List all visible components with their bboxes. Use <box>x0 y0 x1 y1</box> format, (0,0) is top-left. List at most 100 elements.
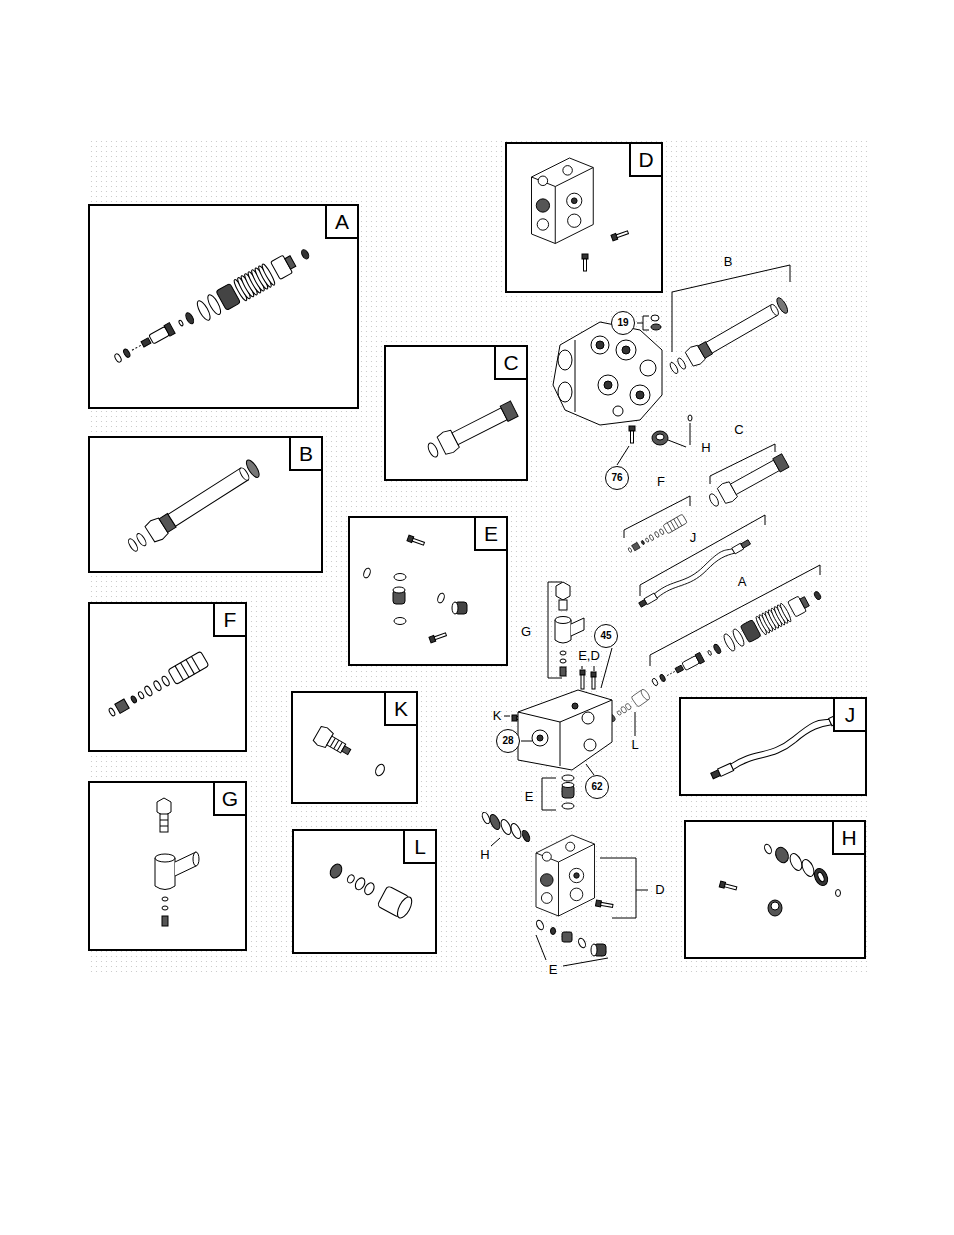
pump-assembly <box>577 937 587 949</box>
pump-assembly <box>616 340 636 360</box>
part-group-letter: K <box>492 709 503 723</box>
callout-circle: 19 <box>611 311 635 335</box>
detail-parts <box>162 897 168 901</box>
pump-assembly <box>652 431 668 445</box>
detail-parts <box>157 798 171 816</box>
pump-assembly <box>535 919 545 931</box>
leader-line <box>710 444 775 484</box>
pump-assembly <box>551 928 556 935</box>
leader-line <box>600 858 648 918</box>
detail-box: A <box>88 204 359 409</box>
detail-parts <box>362 567 371 578</box>
leader-line <box>617 446 629 465</box>
detail-parts <box>125 457 262 556</box>
detail-parts <box>436 592 445 603</box>
part-group-letter: E <box>524 790 535 804</box>
detail-letter: G <box>213 783 245 816</box>
detail-parts <box>836 890 841 897</box>
pump-assembly <box>509 822 523 840</box>
callout-number: 19 <box>617 318 628 328</box>
pump-assembly <box>536 835 595 916</box>
part-group-letter: A <box>737 575 748 589</box>
pump-assembly <box>481 295 825 956</box>
leader-line <box>542 778 556 810</box>
detail-letter: A <box>325 206 357 239</box>
pump-assembly <box>555 617 571 624</box>
detail-parts <box>709 707 853 782</box>
pump-assembly <box>560 722 561 766</box>
pump-assembly <box>582 712 594 724</box>
detail-parts <box>407 535 425 546</box>
pump-assembly <box>562 783 574 788</box>
detail-parts <box>768 900 782 916</box>
detail-parts <box>719 881 737 891</box>
pump-assembly <box>626 514 687 555</box>
leader-line <box>536 935 608 966</box>
part-group-letter: L <box>630 738 639 752</box>
detail-parts <box>394 574 406 581</box>
detail-box: G <box>88 781 247 951</box>
callout-circle: 45 <box>594 624 618 648</box>
pump-assembly <box>575 340 576 412</box>
detail-parts <box>374 763 386 777</box>
callout-number: 62 <box>591 782 602 792</box>
leader-line <box>491 838 500 846</box>
pump-assembly <box>595 900 613 909</box>
detail-parts <box>110 242 314 369</box>
pump-assembly <box>591 944 597 956</box>
pump-assembly <box>630 385 650 405</box>
detail-parts <box>334 740 339 749</box>
pump-assembly <box>640 360 656 376</box>
pump-assembly <box>596 341 604 349</box>
part-group-letter: G <box>520 625 532 639</box>
detail-parts <box>193 852 199 866</box>
pump-assembly <box>558 382 572 402</box>
detail-parts <box>582 254 588 271</box>
leader-line <box>624 496 690 538</box>
pump-assembly <box>636 391 644 399</box>
pump-assembly <box>558 350 572 370</box>
callout-number: 76 <box>611 473 622 483</box>
detail-box: D <box>505 142 663 293</box>
detail-parts <box>160 820 168 821</box>
pump-assembly <box>560 659 566 663</box>
pump-assembly <box>518 690 612 770</box>
pump-assembly <box>629 426 635 443</box>
pump-assembly <box>571 618 584 636</box>
pump-assembly <box>562 775 574 781</box>
detail-box: L <box>292 829 437 954</box>
detail-parts <box>312 725 354 761</box>
leader-line <box>521 741 532 742</box>
part-group-letter: C <box>733 423 744 437</box>
detail-box: J <box>679 697 867 796</box>
callout-circle: 62 <box>585 775 609 799</box>
detail-box-ground <box>88 436 323 573</box>
leader-line <box>672 265 790 352</box>
detail-letter: K <box>384 693 416 726</box>
detail-parts <box>330 738 335 747</box>
leader-line <box>635 712 636 736</box>
detail-parts <box>160 826 168 827</box>
detail-letter: F <box>213 604 245 637</box>
leader-line <box>548 582 562 678</box>
pump-assembly <box>637 537 752 610</box>
detail-letter: D <box>629 144 661 177</box>
detail-parts <box>394 618 406 625</box>
pump-assembly <box>584 739 596 751</box>
detail-box-ground <box>88 781 247 951</box>
dotted-ground <box>88 137 868 972</box>
pump-assembly <box>488 813 502 831</box>
pump-assembly <box>651 324 661 330</box>
detail-letter: C <box>494 347 526 380</box>
pump-assembly <box>606 688 651 724</box>
leader-line <box>586 764 594 775</box>
detail-letter: B <box>289 438 321 471</box>
detail-parts <box>771 902 779 910</box>
detail-parts <box>817 871 826 882</box>
detail-parts <box>155 858 175 890</box>
pump-assembly <box>521 829 532 842</box>
leader-line <box>650 565 820 666</box>
leader-line <box>582 666 594 671</box>
pump-assembly <box>562 803 574 809</box>
